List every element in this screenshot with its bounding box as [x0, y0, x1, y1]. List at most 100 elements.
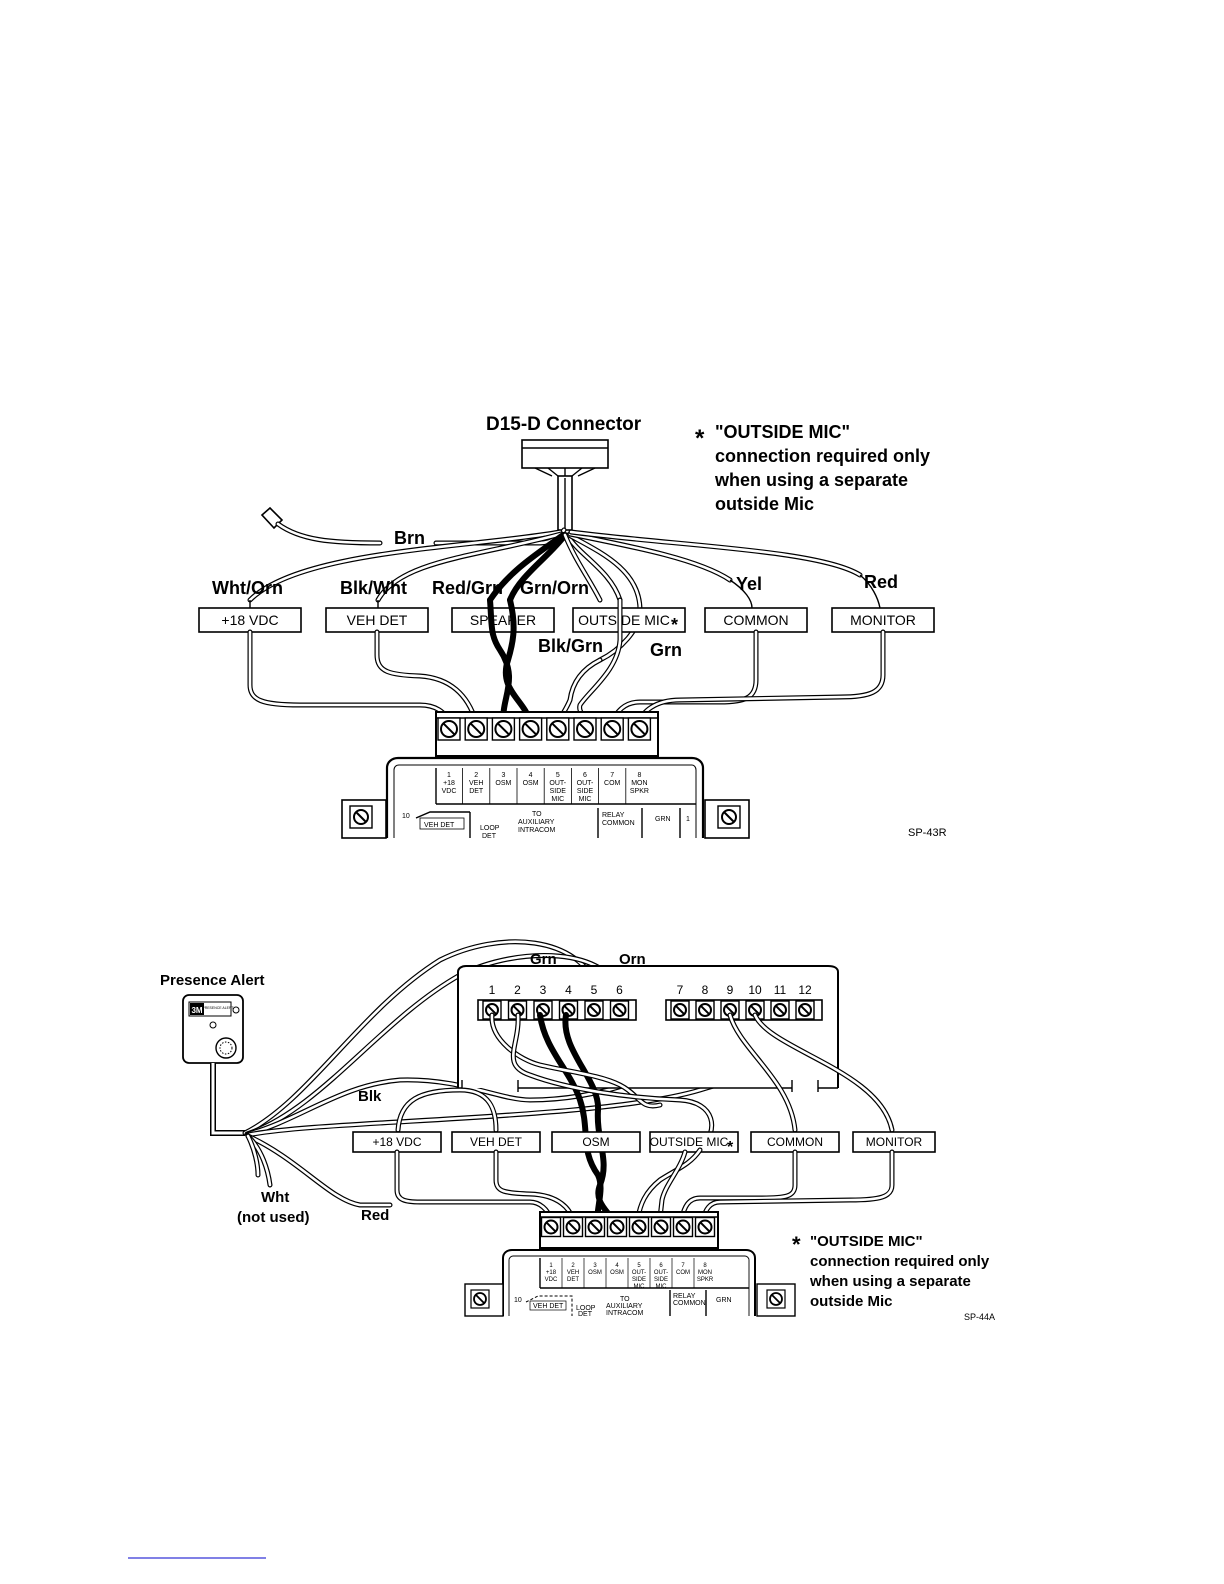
control-unit-2: 1+18VDC2VEHDET3OSM4OSM5OUT-SIDEMIC6OUT-S… — [464, 1249, 796, 1318]
svg-text:10: 10 — [402, 813, 410, 820]
svg-text:10: 10 — [514, 1297, 522, 1304]
svg-text:OUTSIDE MIC: OUTSIDE MIC — [578, 612, 670, 628]
box-18vdc — [198, 607, 302, 633]
terminal-label: OUT- — [632, 1270, 646, 1276]
terminal-wires-2 — [394, 1147, 895, 1221]
terminal-label: SPKR — [697, 1277, 714, 1283]
svg-text:*: * — [671, 615, 678, 635]
terminal-strip-2 — [539, 1211, 719, 1249]
terminal-label: DET — [469, 788, 484, 795]
svg-text:Grn/Orn: Grn/Orn — [520, 578, 589, 598]
terminal-label: VDC — [442, 788, 457, 795]
svg-text:DET: DET — [578, 1311, 593, 1318]
svg-text:Grn: Grn — [650, 640, 682, 660]
svg-text:TO: TO — [532, 811, 542, 818]
svg-text:OSM: OSM — [582, 1135, 609, 1149]
svg-text:3M: 3M — [191, 1006, 202, 1015]
terminal-label: SIDE — [550, 788, 567, 795]
terminal-screw — [627, 717, 652, 741]
terminal-label: 7 — [610, 772, 614, 779]
svg-text:VEH DET: VEH DET — [470, 1135, 523, 1149]
diagram-1: D15-D Connector * "OUTSIDE MIC" connecti… — [198, 414, 947, 840]
svg-text:Blk: Blk — [358, 1088, 382, 1105]
terminal-label: OSM — [610, 1270, 624, 1276]
terminal-label: 5 — [637, 1263, 641, 1269]
svg-text:SPEAKER: SPEAKER — [470, 612, 536, 628]
terminal-label: OUT- — [654, 1270, 668, 1276]
terminal-label: 2 — [474, 772, 478, 779]
terminal-label: COM — [676, 1270, 690, 1276]
svg-text:Red: Red — [361, 1207, 389, 1224]
svg-text:*: * — [727, 1139, 734, 1156]
svg-text:(not used): (not used) — [237, 1209, 310, 1226]
terminal-screw — [609, 1000, 630, 1020]
terminal-screw — [584, 1000, 604, 1020]
terminal-label: MIC — [551, 796, 564, 803]
terminal-screw — [770, 1000, 790, 1020]
svg-text:OUTSIDE MIC: OUTSIDE MIC — [650, 1135, 729, 1149]
connector-title: D15-D Connector — [486, 414, 642, 435]
terminal-label: SIDE — [632, 1277, 646, 1283]
svg-text:1: 1 — [686, 816, 690, 823]
terminal-screw — [573, 717, 597, 741]
terminal-label: OSM — [523, 780, 539, 787]
terminal-label: MIC — [656, 1284, 668, 1290]
svg-text:"OUTSIDE MIC": "OUTSIDE MIC" — [810, 1233, 923, 1250]
terminal-number: 6 — [616, 983, 623, 997]
terminal-label: VDC — [545, 1277, 558, 1283]
terminal-label: 5 — [556, 772, 560, 779]
terminal-label: MON — [631, 780, 647, 787]
svg-text:RELAY: RELAY — [673, 1293, 696, 1300]
control-unit-1: 1+18VDC2VEHDET3OSM4OSM5OUT-SIDEMIC6OUT-S… — [341, 756, 750, 840]
terminal-label: 6 — [659, 1263, 663, 1269]
terminal-screw — [491, 717, 516, 741]
svg-text:Brn: Brn — [394, 528, 425, 548]
terminal-label: SIDE — [577, 788, 594, 795]
terminal-screw — [507, 1000, 528, 1020]
function-boxes-2: +18 VDC VEH DET OSM OUTSIDE MIC * COMMON… — [352, 1131, 936, 1156]
svg-text:+18 VDC: +18 VDC — [221, 612, 278, 628]
svg-text:Blk/Grn: Blk/Grn — [538, 636, 603, 656]
svg-text:LOOP: LOOP — [576, 1305, 596, 1312]
svg-text:SP-44A: SP-44A — [964, 1312, 995, 1322]
terminal-number: 10 — [748, 983, 762, 997]
terminal-screw — [694, 1216, 716, 1238]
terminal-label: 8 — [703, 1263, 707, 1269]
svg-text:SP-43R: SP-43R — [908, 827, 947, 839]
terminal-number: 9 — [727, 983, 734, 997]
terminal-label: 1 — [549, 1263, 553, 1269]
svg-text:connection required only: connection required only — [810, 1253, 990, 1270]
presence-alert-device: Presence Alert 3M PRESENCE ALERT — [160, 972, 265, 1136]
terminal-screw — [628, 1216, 650, 1238]
terminal-screw — [584, 1216, 606, 1238]
svg-text:Yel: Yel — [736, 574, 762, 594]
svg-text:RELAY: RELAY — [602, 812, 625, 819]
terminal-screw — [672, 1216, 694, 1238]
svg-text:INTRACOM: INTRACOM — [606, 1310, 644, 1317]
svg-text:*: * — [792, 1232, 801, 1257]
svg-text:AUXILIARY: AUXILIARY — [606, 1303, 643, 1310]
terminal-number: 3 — [540, 983, 547, 997]
terminal-label: +18 — [443, 780, 455, 787]
svg-text:INTRACOM: INTRACOM — [518, 827, 556, 834]
terminal-strip-1 — [435, 711, 659, 757]
terminal-number: 5 — [591, 983, 598, 997]
terminal-label: 3 — [501, 772, 505, 779]
svg-text:AUXILIARY: AUXILIARY — [518, 819, 555, 826]
svg-text:VEH DET: VEH DET — [347, 612, 408, 628]
terminal-label: 2 — [571, 1263, 575, 1269]
terminal-number: 2 — [514, 983, 521, 997]
brown-wire: Brn — [260, 506, 567, 548]
terminal-label: VEH — [567, 1270, 579, 1276]
d15-connector — [521, 439, 609, 531]
svg-text:outside Mic: outside Mic — [810, 1293, 893, 1310]
terminal-label: OUT- — [549, 780, 566, 787]
terminal-screw — [546, 717, 570, 741]
svg-text:MONITOR: MONITOR — [866, 1135, 923, 1149]
svg-text:COMMON: COMMON — [673, 1300, 706, 1307]
terminal-label: 4 — [529, 772, 533, 779]
svg-text:outside Mic: outside Mic — [715, 494, 814, 514]
terminal-label: 8 — [637, 772, 641, 779]
terminal-label: MIC — [579, 796, 592, 803]
svg-text:connection required only: connection required only — [715, 446, 930, 466]
